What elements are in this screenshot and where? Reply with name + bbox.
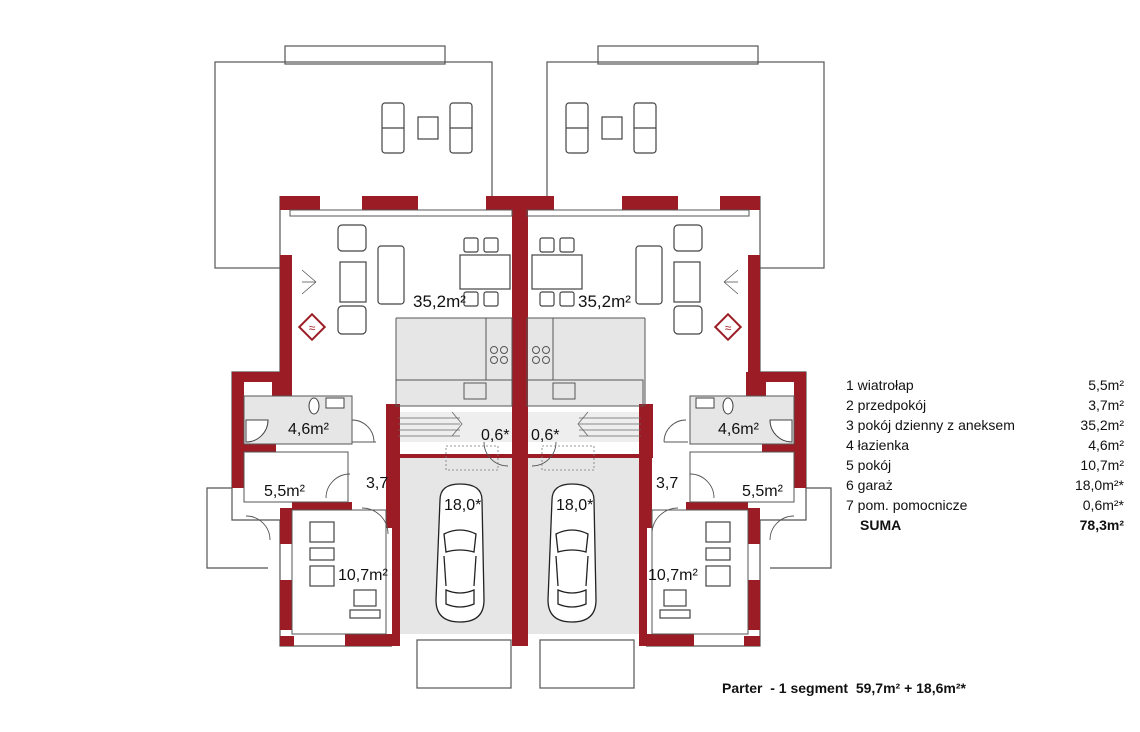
area-vestibule-left: 5,5m² xyxy=(264,483,306,500)
area-room-left: 10,7m² xyxy=(338,567,388,584)
room-furniture xyxy=(309,521,731,619)
area-labels: 35,2m² 35,2m² 4,6m² 4,6m² 5,5m² 5,5m² 3,… xyxy=(264,292,784,584)
stove-icon: ≈ ≈ xyxy=(297,312,743,342)
car-icon xyxy=(435,483,597,623)
garage-markings xyxy=(445,445,595,471)
area-room-right: 10,7m² xyxy=(648,567,698,584)
area-hall-left: 3,7 xyxy=(366,475,388,492)
area-garage-left: 18,0* xyxy=(444,497,481,514)
terrace-furniture xyxy=(381,102,657,154)
area-hall-right: 3,7 xyxy=(656,475,678,492)
bathroom-fixtures xyxy=(245,397,793,443)
area-living-left: 35,2m² xyxy=(413,292,466,311)
area-garage-right: 18,0* xyxy=(556,497,593,514)
area-living-right: 35,2m² xyxy=(578,292,631,311)
area-bath-left: 4,6m² xyxy=(288,421,330,438)
area-bath-right: 4,6m² xyxy=(718,421,760,438)
floor-summary: Parter - 1 segment 59,7m² + 18,6m²* xyxy=(722,680,966,696)
area-aux-right: 0,6* xyxy=(531,427,559,444)
kitchen-counters xyxy=(395,317,644,407)
svg-text:≈: ≈ xyxy=(725,321,732,335)
living-furniture xyxy=(337,224,703,335)
walls xyxy=(232,196,806,646)
window-icon xyxy=(301,269,739,295)
area-aux-left: 0,6* xyxy=(481,427,509,444)
area-vestibule-right: 5,5m² xyxy=(742,483,784,500)
svg-text:≈: ≈ xyxy=(309,321,316,335)
stairs xyxy=(398,411,641,437)
